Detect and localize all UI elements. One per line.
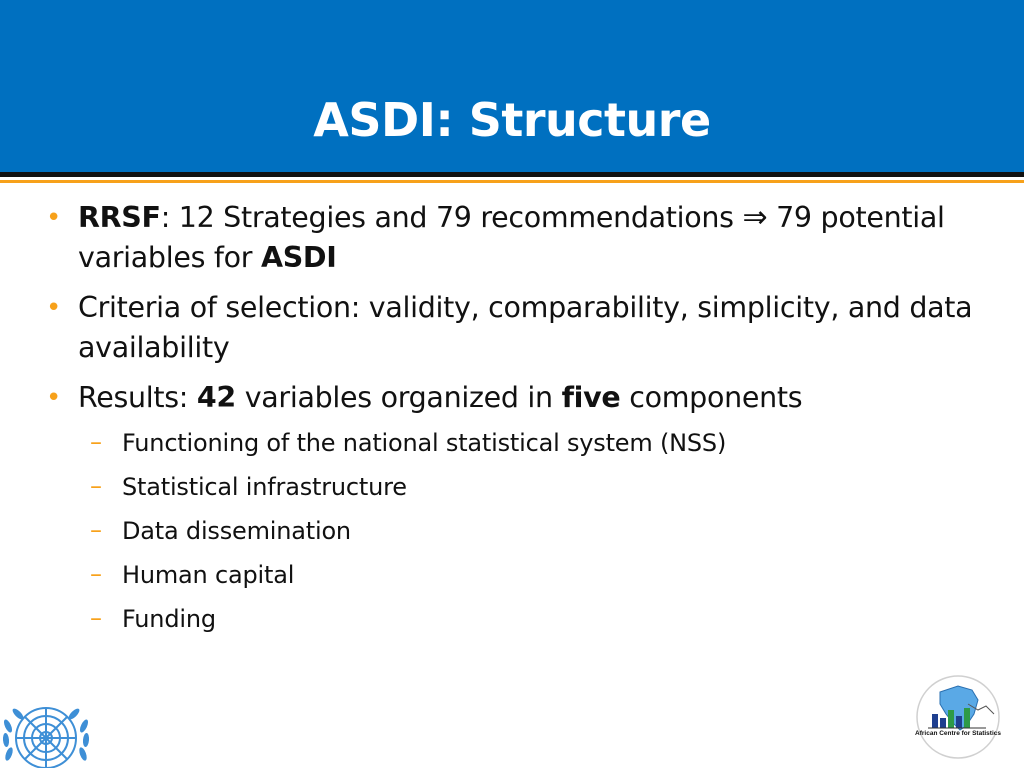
implies-arrow-icon: ⇒ [742, 200, 768, 235]
bullet-results-count: 42 [196, 381, 236, 414]
bullet-rrsf-text-b: 79 potential variables for [78, 201, 945, 274]
sub-bullet-infrastructure: – Statistical infrastructure [44, 468, 1004, 506]
bullet-results-text-a: Results: [78, 381, 197, 414]
divider-orange [0, 180, 1024, 183]
bullet-dot-icon: • [46, 293, 62, 323]
bullet-rrsf: • RRSF: 12 Strategies and 79 recommendat… [44, 198, 1004, 278]
sub-bullet-text: Functioning of the national statistical … [122, 429, 727, 457]
dash-icon: – [90, 516, 102, 544]
sub-bullet-text: Human capital [122, 561, 295, 589]
dash-icon: – [90, 560, 102, 588]
acs-logo-text: African Centre for Statistics [915, 730, 1001, 737]
dash-icon: – [90, 428, 102, 456]
slide-title: ASDI: Structure [313, 93, 711, 147]
sub-bullet-text: Data dissemination [122, 517, 351, 545]
bullet-rrsf-text-a: : 12 Strategies and 79 recommendations [160, 201, 743, 234]
bullet-dot-icon: • [46, 383, 62, 413]
bullet-criteria: • Criteria of selection: validity, compa… [44, 288, 1004, 368]
sub-bullet-nss: – Functioning of the national statistica… [44, 424, 1004, 462]
bullet-results-text-b: variables organized in [235, 381, 562, 414]
sub-bullet-dissemination: – Data dissemination [44, 512, 1004, 550]
dash-icon: – [90, 604, 102, 632]
bullet-rrsf-end: ASDI [260, 241, 337, 274]
bullet-results-five: five [561, 381, 621, 414]
slide-body: • RRSF: 12 Strategies and 79 recommendat… [44, 198, 1004, 644]
bullet-results-text-c: components [620, 381, 803, 414]
bullet-dot-icon: • [46, 203, 62, 233]
bullet-rrsf-lead: RRSF [78, 201, 161, 234]
dash-icon: – [90, 472, 102, 500]
sub-bullet-human-capital: – Human capital [44, 556, 1004, 594]
title-bar: ASDI: Structure [0, 0, 1024, 172]
un-emblem-icon [0, 686, 96, 769]
acs-logo-graphic-icon [916, 675, 1000, 759]
divider-dark [0, 172, 1024, 177]
bullet-criteria-text: Criteria of selection: validity, compara… [78, 291, 973, 364]
sub-bullet-text: Funding [122, 605, 216, 633]
sub-bullet-text: Statistical infrastructure [122, 473, 407, 501]
bullet-results: • Results: 42 variables organized in fiv… [44, 378, 1004, 418]
sub-bullet-funding: – Funding [44, 600, 1004, 638]
acs-logo: African Centre for Statistics [906, 674, 1010, 760]
